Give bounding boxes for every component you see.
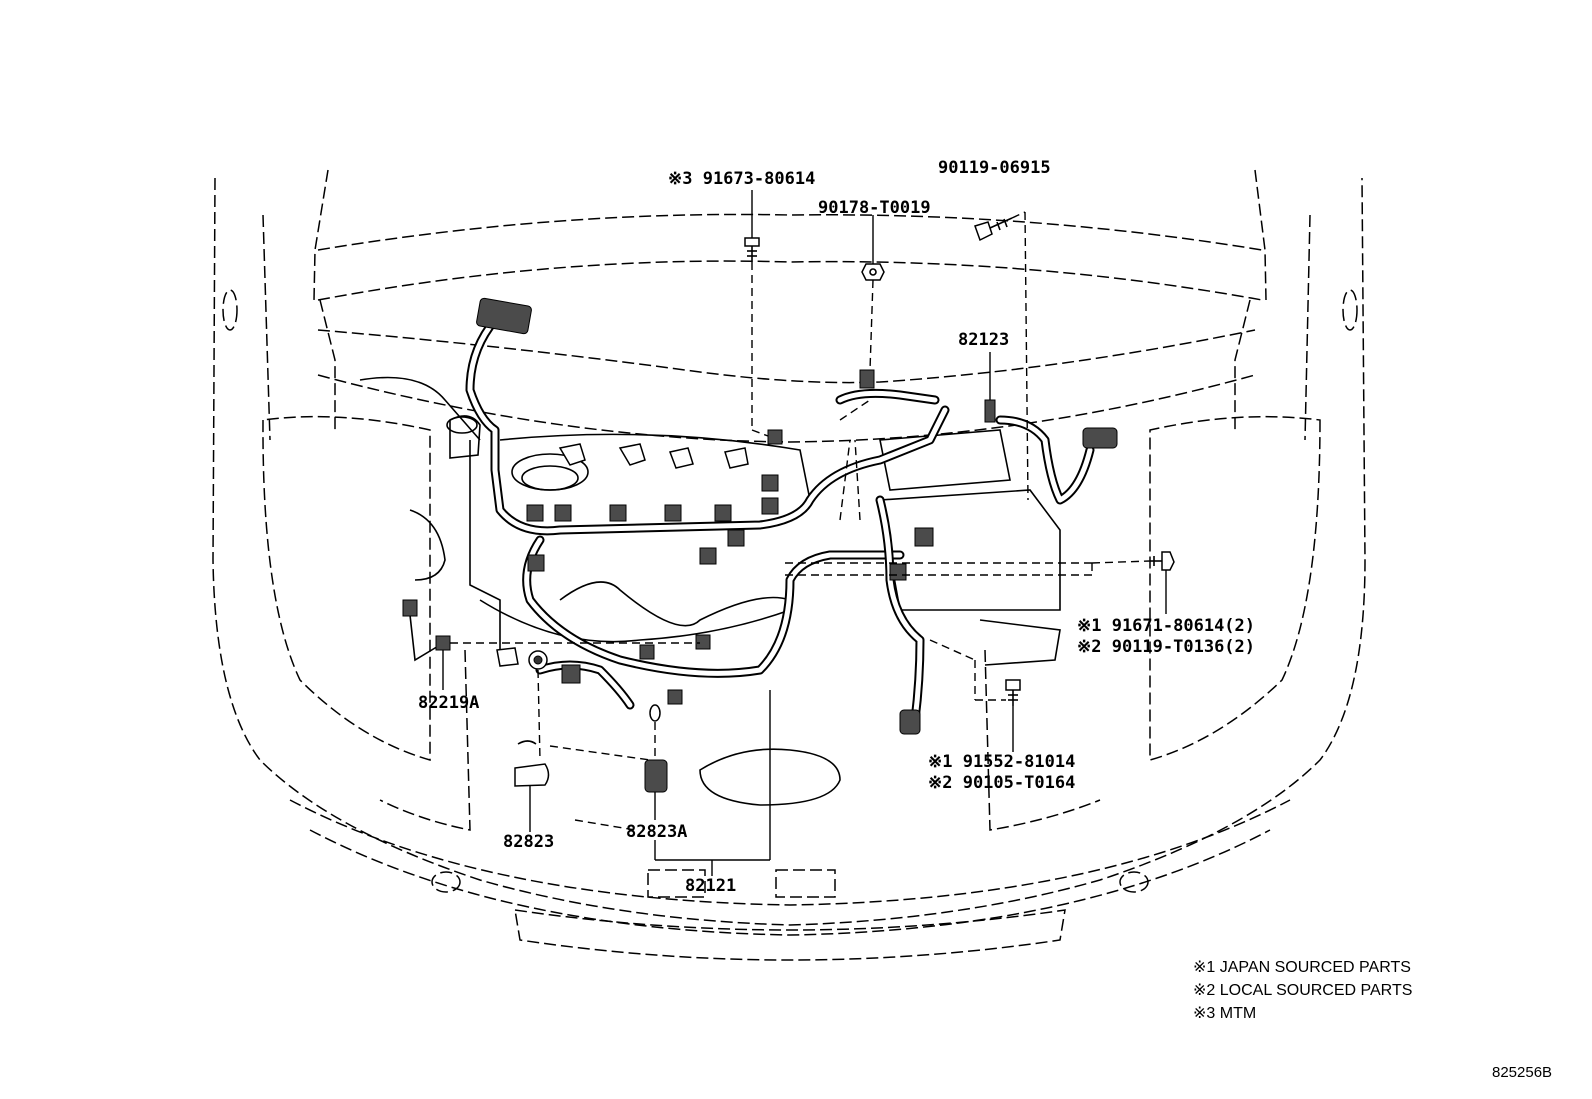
leader-lines [442, 190, 1167, 876]
label-91671-80614: ※1 91671-80614(2) [1077, 616, 1256, 636]
sourcing-legend: ※1 JAPAN SOURCED PARTS ※2 LOCAL SOURCED … [1193, 956, 1412, 1025]
car-body-outline [212, 169, 1366, 961]
bolt-90119-06915-icon [974, 217, 1013, 242]
label-82219A: 82219A [418, 693, 480, 713]
bolt-91673-icon [744, 237, 760, 262]
bolt-91552-icon [1005, 679, 1021, 706]
label-91673-80614: ※3 91673-80614 [668, 169, 816, 189]
engine-wire-harness [409, 315, 1095, 725]
label-90119-T0136: ※2 90119-T0136(2) [1077, 637, 1256, 657]
nut-90178-icon [861, 263, 885, 281]
label-90178-T0019: 90178-T0019 [818, 198, 931, 218]
label-82123: 82123 [958, 330, 1010, 350]
label-91552-81014: ※1 91552-81014 [928, 752, 1076, 772]
diagram-code: 825256B [1492, 1064, 1553, 1081]
label-90105-T0164: ※2 90105-T0164 [928, 773, 1076, 793]
legend-item-local: ※2 LOCAL SOURCED PARTS [1193, 982, 1413, 999]
connectors [402, 297, 1118, 793]
label-90119-06915: 90119-06915 [938, 158, 1051, 178]
label-82823A: 82823A [626, 822, 688, 842]
label-82823: 82823 [503, 832, 555, 852]
label-82121: 82121 [685, 876, 737, 896]
legend-item-japan: ※1 JAPAN SOURCED PARTS [1193, 959, 1411, 976]
bolt-91671-icon [1150, 551, 1175, 571]
fasteners [744, 217, 1175, 706]
legend-item-mtm: ※3 MTM [1193, 1005, 1257, 1022]
engine-components [359, 376, 1061, 806]
